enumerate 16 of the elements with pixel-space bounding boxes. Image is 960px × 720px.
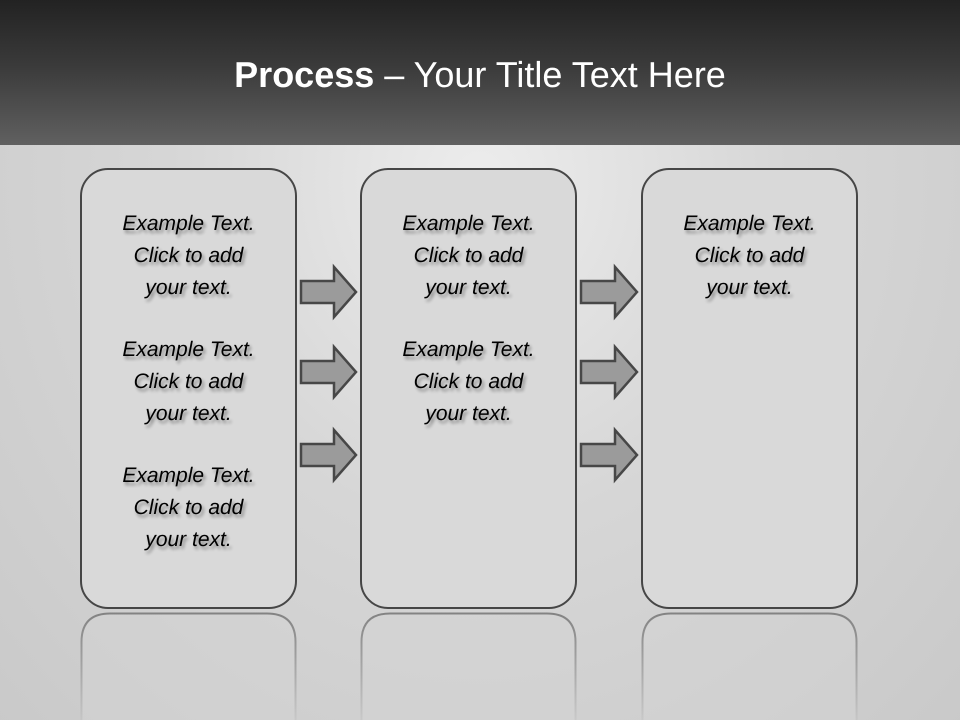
block-arrow [580, 264, 639, 320]
body-text: Example Text. Click to add your text. [401, 337, 536, 427]
body-text: Example Text. Click to add your text. [121, 463, 256, 553]
body-text: Example Text. Click to add your text. [682, 211, 817, 301]
body-text: Example Text. Click to add your text. [121, 337, 256, 427]
process-box [80, 168, 297, 609]
block-arrow [580, 426, 639, 484]
body-text: Example Text. Click to add your text. [401, 211, 536, 301]
block-arrow [300, 264, 358, 320]
block-arrow [580, 344, 639, 400]
body-text: Example Text. Click to add your text. [121, 211, 256, 301]
block-arrow [300, 344, 358, 400]
process-box [641, 168, 858, 609]
block-arrow [300, 426, 358, 484]
title-text: Process – Your Title Text Here [234, 53, 726, 97]
process-box [360, 168, 577, 609]
